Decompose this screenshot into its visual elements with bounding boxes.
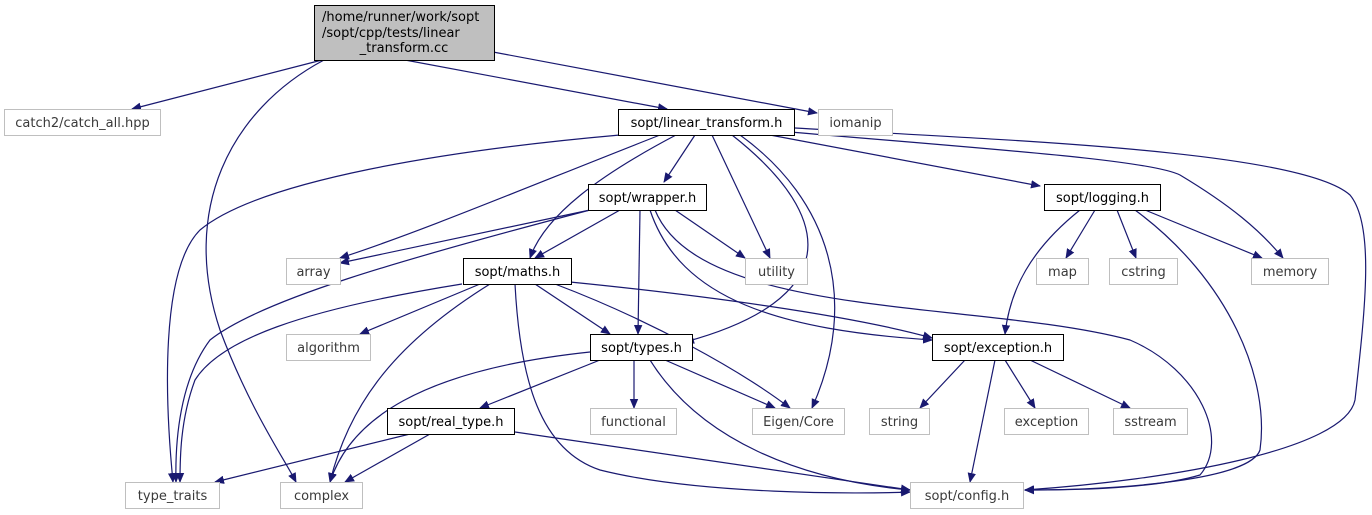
svg-text:functional: functional [601,415,666,430]
root-line-2: /sopt/cpp/tests/linear [322,26,460,41]
svg-text:sopt/wrapper.h: sopt/wrapper.h [599,191,696,206]
node-iomanip: iomanip [818,109,893,136]
edge-types-to-config [649,359,911,494]
edge-wrapper-to-type-traits [171,209,591,483]
svg-text:sopt/config.h: sopt/config.h [925,489,1010,504]
edge-logging-to-memory [1144,209,1263,259]
svg-text:iomanip: iomanip [829,116,881,131]
svg-text:sopt/exception.h: sopt/exception.h [944,341,1052,356]
svg-text:array: array [296,265,330,280]
node-config-h[interactable]: sopt/config.h [910,482,1024,509]
svg-text:sopt/maths.h: sopt/maths.h [475,265,561,280]
node-root-file[interactable]: /home/runner/work/sopt /sopt/cpp/tests/l… [314,5,495,61]
svg-text:sopt/linear_transform.h: sopt/linear_transform.h [631,116,783,131]
root-line-1: /home/runner/work/sopt [322,10,479,25]
svg-text:Eigen/Core: Eigen/Core [763,415,834,430]
edge-wrapper-to-maths [534,209,621,259]
node-complex: complex [280,482,363,509]
edge-real-type-to-complex [344,433,431,483]
edge-lt-to-eigen [739,134,836,409]
edge-exception-h-to-exception [1004,359,1036,409]
svg-text:cstring: cstring [1121,265,1165,280]
edge-root-to-catch [131,59,323,111]
node-types-h[interactable]: sopt/types.h [590,334,693,361]
svg-text:string: string [881,415,918,430]
svg-text:sstream: sstream [1124,415,1176,430]
edge-wrapper-to-types [633,209,643,335]
edge-maths-to-types [534,283,611,335]
node-maths-h[interactable]: sopt/maths.h [463,258,572,285]
node-exception-h[interactable]: sopt/exception.h [932,334,1064,361]
edge-root-to-linear-transform [404,59,668,112]
edge-lt-to-logging [769,134,1041,189]
node-eigen-core: Eigen/Core [752,408,845,435]
edge-exception-h-to-string [919,359,966,409]
edge-types-to-real-type [479,359,601,409]
edge-exception-h-to-config [967,359,996,483]
node-utility: utility [745,258,808,285]
svg-text:utility: utility [758,265,795,280]
svg-text:exception: exception [1015,415,1079,430]
svg-text:memory: memory [1263,265,1318,280]
node-real-type-h[interactable]: sopt/real_type.h [387,408,515,435]
edge-wrapper-to-exception-h [649,209,933,344]
edges [131,51,1367,497]
node-array: array [286,258,341,285]
svg-text:catch2/catch_all.hpp: catch2/catch_all.hpp [15,116,149,131]
root-line-3: _transform.cc [359,41,449,56]
node-cstring: cstring [1109,258,1178,285]
edge-maths-to-config [514,283,911,497]
edge-types-to-complex [328,351,591,483]
svg-text:type_traits: type_traits [138,489,208,504]
svg-text:map: map [1048,265,1077,280]
edge-logging-to-config [1024,209,1263,495]
edge-lt-to-type-traits [166,134,621,483]
node-string: string [869,408,930,435]
edge-wrapper-to-array [339,209,591,266]
node-sstream: sstream [1113,408,1188,435]
node-map: map [1036,258,1089,285]
node-functional: functional [590,408,677,435]
edge-logging-to-map [1065,209,1096,259]
edge-root-to-iomanip [492,51,818,116]
node-memory: memory [1251,258,1329,285]
svg-text:sopt/real_type.h: sopt/real_type.h [398,415,503,430]
svg-text:sopt/logging.h: sopt/logging.h [1056,191,1149,206]
edge-lt-to-wrapper [663,134,696,183]
edge-real-type-to-config [514,431,911,493]
edge-lt-to-utility [711,134,771,259]
node-linear-transform-h[interactable]: sopt/linear_transform.h [618,109,795,136]
node-catch-all: catch2/catch_all.hpp [4,109,161,136]
edge-lt-to-memory [789,131,1284,259]
node-wrapper-h[interactable]: sopt/wrapper.h [588,184,707,211]
node-type-traits: type_traits [125,482,220,509]
edge-real-type-to-type-traits [214,433,411,484]
edge-lt-to-config [794,127,1367,494]
node-algorithm: algorithm [286,334,371,361]
edge-maths-to-exception-h [569,281,933,340]
edge-maths-to-type-traits [175,283,463,483]
edge-wrapper-to-utility [674,209,746,259]
nodes: /home/runner/work/sopt /sopt/cpp/tests/l… [4,5,1329,509]
edge-lt-to-array [339,134,661,260]
edge-lt-to-types [684,134,809,344]
svg-text:algorithm: algorithm [297,341,360,356]
node-logging-h[interactable]: sopt/logging.h [1044,184,1161,211]
edge-maths-to-algorithm [359,283,481,335]
edge-lt-to-maths [529,134,677,259]
node-exception: exception [1004,408,1089,435]
edge-exception-h-to-sstream [1029,359,1131,409]
svg-text:complex: complex [294,489,349,504]
edge-logging-to-cstring [1116,209,1137,259]
edge-logging-to-exception-h [1001,209,1081,335]
edge-root-to-complex [205,59,325,483]
edge-types-to-eigen [664,359,776,409]
svg-text:sopt/types.h: sopt/types.h [601,341,682,356]
